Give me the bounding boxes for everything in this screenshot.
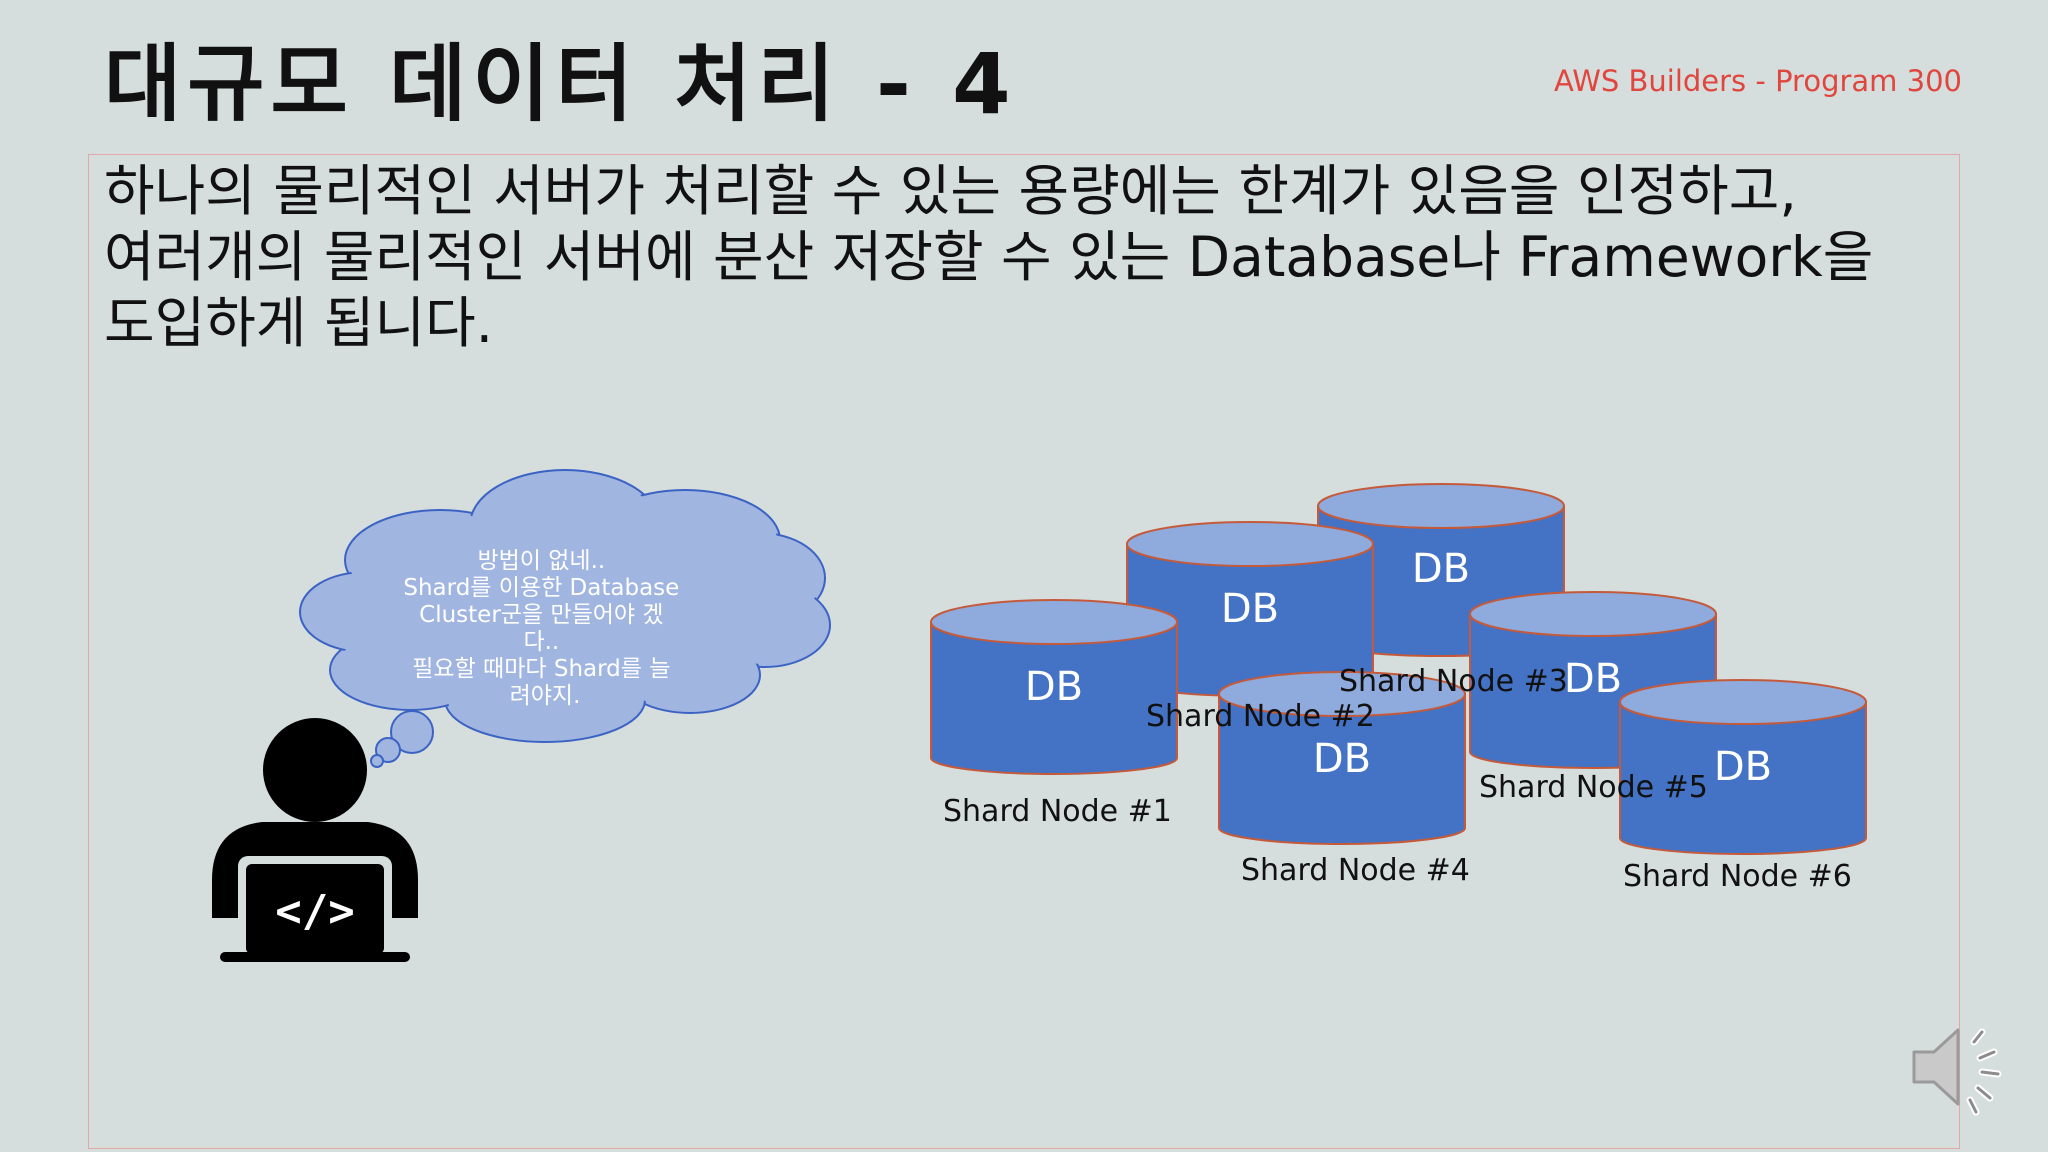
slide-title: 대규모 데이터 처리 - 4 bbox=[104, 35, 1017, 133]
body-text: 하나의 물리적인 서버가 처리할 수 있는 용량에는 한계가 있음을 인정하고,… bbox=[104, 158, 1964, 356]
bubble-line: 방법이 없네.. bbox=[477, 548, 605, 574]
node-label: Shard Node #6 bbox=[1623, 859, 1852, 894]
developer-laptop-icon: </> bbox=[212, 718, 418, 962]
speaker-icon[interactable] bbox=[1906, 1012, 2016, 1122]
node-label: Shard Node #1 bbox=[943, 794, 1172, 829]
bubble-line: 필요할 때마다 Shard를 늘 bbox=[412, 656, 670, 682]
body-line: 도입하게 됩니다. bbox=[104, 291, 494, 355]
db-label: DB bbox=[1564, 656, 1622, 702]
brand-label: AWS Builders - Program 300 bbox=[1553, 64, 1962, 98]
bubble-line: 려야지. bbox=[510, 683, 581, 709]
bubble-line: 다.. bbox=[523, 629, 559, 655]
db-node-1: DB bbox=[930, 599, 1178, 775]
body-line: 여러개의 물리적인 서버에 분산 저장할 수 있는 Database나 Fram… bbox=[104, 225, 1874, 289]
code-glyph: </> bbox=[275, 886, 354, 937]
thought-bubble: 방법이 없네.. Shard를 이용한 Database Cluster군을 만… bbox=[299, 469, 831, 768]
db-node-6: DB bbox=[1619, 679, 1867, 855]
bubble-line: Cluster군을 만들어야 겠 bbox=[419, 602, 663, 628]
node-label: Shard Node #2 bbox=[1146, 699, 1375, 734]
content-frame bbox=[88, 154, 1960, 1149]
db-label: DB bbox=[1714, 744, 1772, 790]
db-label: DB bbox=[1221, 586, 1279, 632]
db-label: DB bbox=[1025, 664, 1083, 710]
body-line: 하나의 물리적인 서버가 처리할 수 있는 용량에는 한계가 있음을 인정하고, bbox=[104, 159, 1797, 223]
node-label: Shard Node #3 bbox=[1339, 664, 1568, 699]
db-label: DB bbox=[1412, 546, 1470, 592]
db-label: DB bbox=[1313, 736, 1371, 782]
node-label: Shard Node #5 bbox=[1479, 770, 1708, 805]
svg-text:방법이 없네.. Shard를 이용한 Da: 방법이 없네.. Shard를 이용한 Database Cluster군을 만… bbox=[403, 548, 686, 709]
node-label: Shard Node #4 bbox=[1241, 853, 1470, 888]
db-node-2: DB bbox=[1126, 521, 1374, 697]
db-node-4: DB bbox=[1218, 671, 1466, 845]
bubble-line: Shard를 이용한 Database bbox=[403, 575, 679, 601]
